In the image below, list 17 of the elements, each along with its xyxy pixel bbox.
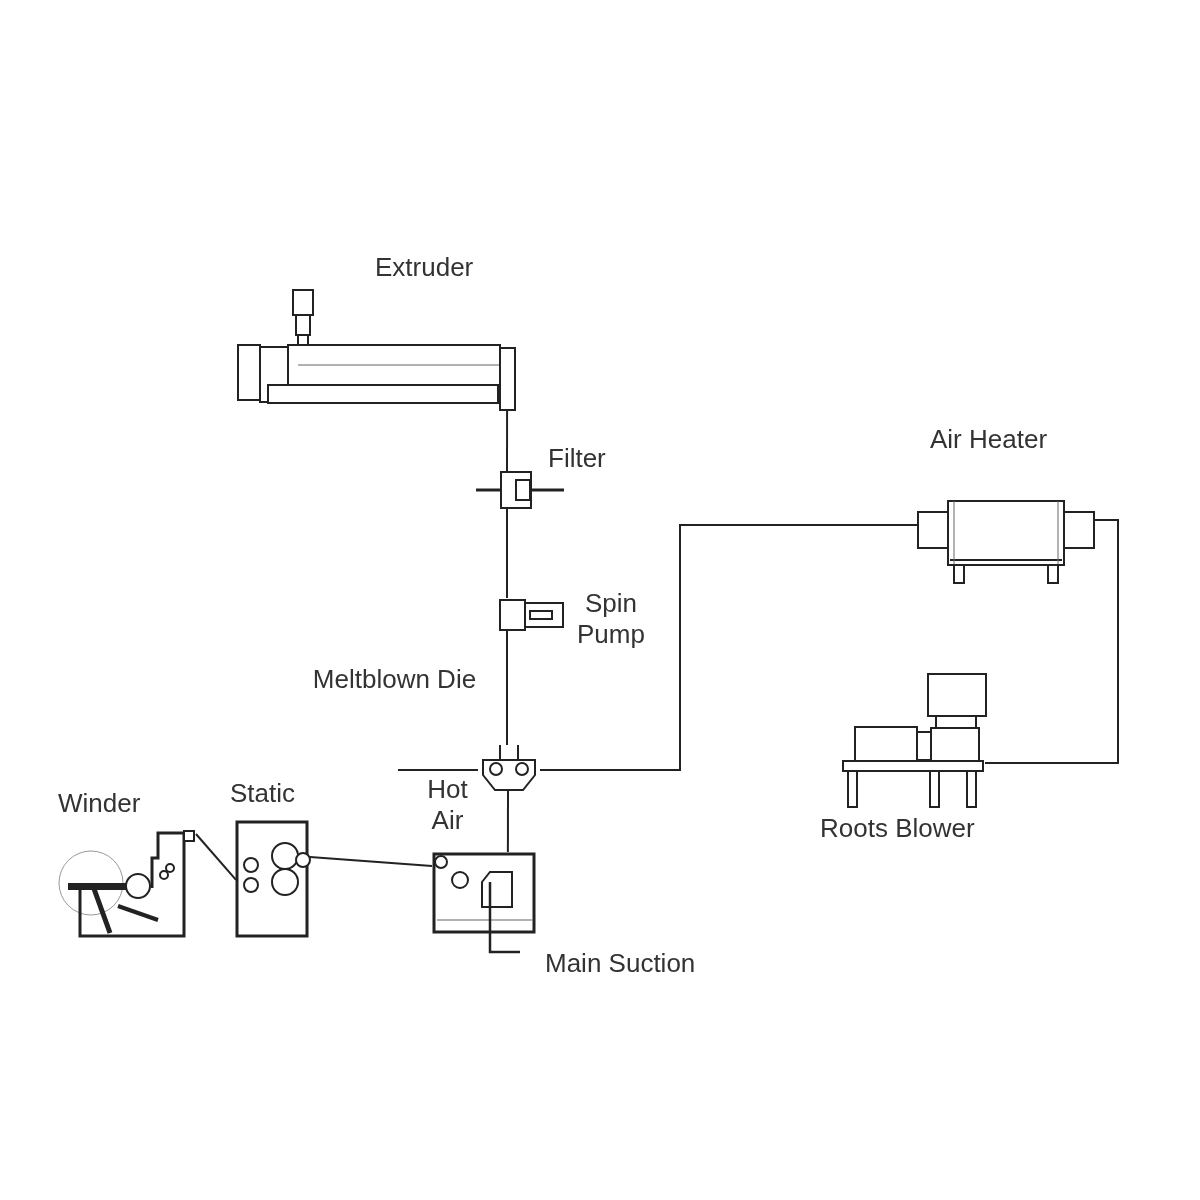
machine-label: Roots Blower (820, 813, 975, 845)
machine-label: Air Heater (930, 424, 1048, 456)
machine-label: Spin Pump (576, 588, 646, 651)
machine-label: Static (230, 778, 296, 810)
machine-label: Meltblown Die (312, 664, 477, 696)
air-duct-line (984, 519, 1119, 764)
process-label: Hot Air (426, 774, 469, 837)
pipe-line (506, 409, 509, 473)
pipe-line (506, 507, 508, 599)
fibre-stream-line (506, 789, 509, 853)
pipe-line (506, 629, 508, 746)
machine-label: Extruder (375, 252, 474, 284)
machine-label: Filter (548, 443, 606, 475)
machine-label: Winder (58, 788, 141, 820)
process-label: Main Suction (545, 948, 696, 980)
web-line (309, 856, 433, 867)
web-line (195, 833, 237, 881)
